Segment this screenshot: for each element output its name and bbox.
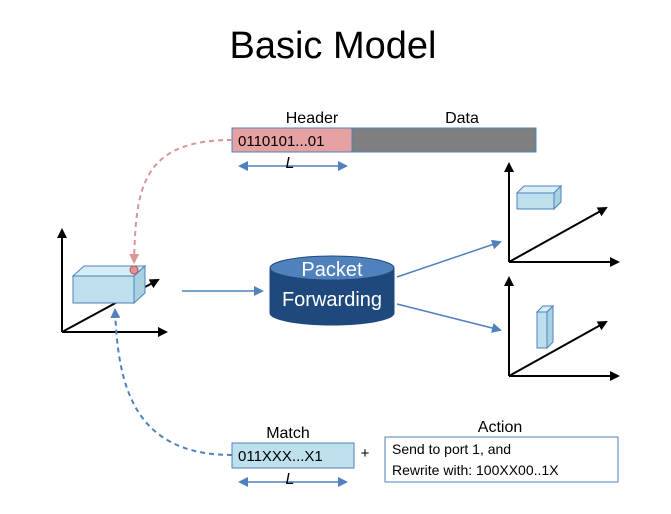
action-line-2: Rewrite with: 100XX00..1X <box>392 462 559 478</box>
data-label: Data <box>445 110 479 127</box>
match-length-label: L <box>286 471 295 488</box>
right-bottom-axes <box>504 276 620 381</box>
action-box <box>384 436 619 483</box>
forwarding-label-line1: Packet <box>301 259 363 281</box>
data-field <box>351 127 537 153</box>
match-label: Match <box>266 425 310 442</box>
match-field <box>231 442 355 469</box>
header-length-label: L <box>286 155 295 172</box>
header-bits: 0110101...01 <box>238 133 324 150</box>
output-box-upper <box>515 184 563 211</box>
forwarding-label-line2: Forwarding <box>282 289 382 311</box>
header-to-box-dashed-curve <box>129 139 233 264</box>
header-point-marker <box>129 265 139 275</box>
right-top-axes <box>504 162 620 267</box>
output-box-lower <box>535 304 555 350</box>
output-arrow-lower <box>396 303 502 333</box>
match-to-box-dashed-curve <box>110 308 233 456</box>
packet-forwarding-cylinder <box>269 255 395 326</box>
action-line-1: Send to port 1, and <box>392 441 511 457</box>
plus-sign: + <box>361 445 370 462</box>
page-title: Basic Model <box>230 25 437 67</box>
flow-space-box <box>71 264 147 305</box>
output-arrow-upper <box>396 239 502 278</box>
header-label: Header <box>286 110 339 127</box>
match-bits: 011XXX...X1 <box>238 448 323 465</box>
action-label: Action <box>478 419 522 436</box>
